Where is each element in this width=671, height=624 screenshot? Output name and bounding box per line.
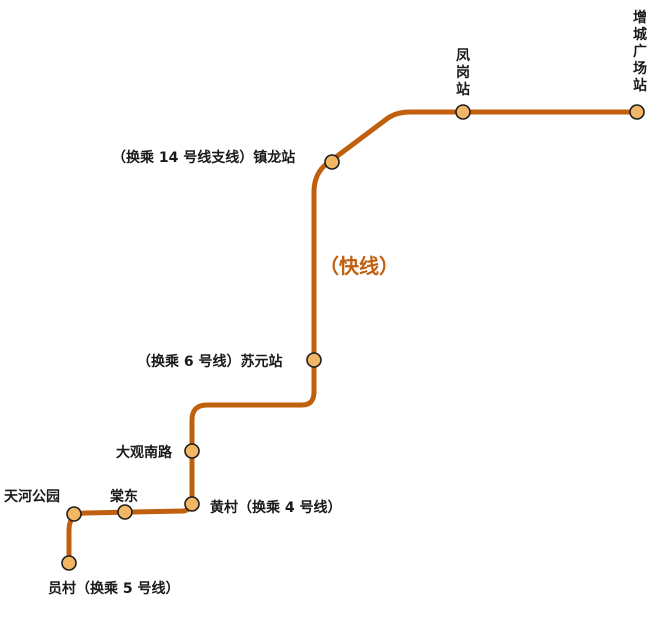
metro-route-line: [66, 109, 640, 566]
station-label: （换乘 6 号线）苏元站: [137, 353, 283, 370]
station-label: （换乘 14 号线支线）镇龙站: [112, 149, 295, 166]
station-label: 棠东: [109, 488, 138, 505]
station-marker[interactable]: [184, 443, 200, 459]
station-label: 天河公园: [4, 488, 60, 505]
station-daguan-nanlu[interactable]: 大观南路: [116, 443, 200, 461]
station-marker[interactable]: [184, 496, 200, 512]
station-marker[interactable]: [324, 154, 340, 170]
station-tianhe-park[interactable]: 天河公园: [4, 488, 82, 522]
station-marker[interactable]: [629, 104, 645, 120]
station-label: 员村（换乘 5 号线）: [48, 580, 180, 597]
station-label: 凤岗站: [456, 48, 470, 98]
station-marker[interactable]: [66, 506, 82, 522]
station-marker[interactable]: [455, 104, 471, 120]
station-zengcheng-square[interactable]: 增城广场站: [629, 9, 647, 120]
station-yuancun[interactable]: 员村（换乘 5 号线）: [48, 555, 180, 597]
station-zhenlong[interactable]: （换乘 14 号线支线）镇龙站: [112, 149, 340, 170]
station-label: 大观南路: [116, 444, 173, 461]
station-fenggang[interactable]: 凤岗站: [455, 48, 471, 120]
station-marker[interactable]: [117, 504, 133, 520]
station-huangcun[interactable]: 黄村（换乘 4 号线）: [184, 496, 342, 516]
station-label: 黄村（换乘 4 号线）: [210, 499, 342, 516]
station-tangdong[interactable]: 棠东: [109, 488, 138, 520]
station-marker[interactable]: [61, 555, 77, 571]
station-suyuan[interactable]: （换乘 6 号线）苏元站: [137, 352, 322, 370]
station-marker[interactable]: [306, 352, 322, 368]
express-line-label: （快线）: [319, 254, 399, 278]
station-label: 增城广场站: [633, 9, 647, 94]
